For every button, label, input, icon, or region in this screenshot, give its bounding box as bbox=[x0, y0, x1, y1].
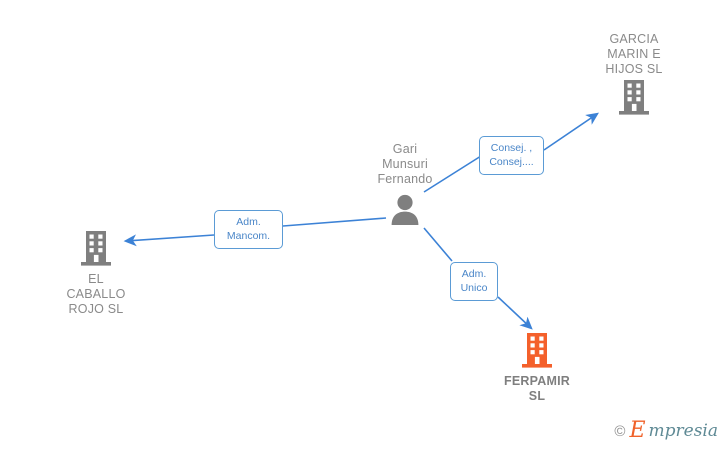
building-icon bbox=[79, 228, 113, 268]
edge-person-to-caballo-segment-b bbox=[123, 234, 215, 247]
edge-label-adm-unico[interactable]: Adm. Unico bbox=[450, 262, 498, 301]
node-label: GARCIA MARIN E HIJOS SL bbox=[605, 32, 663, 76]
edge-person-to-ferpamir-segment-b bbox=[497, 296, 533, 330]
edge-person-to-ferpamir-segment-a bbox=[423, 227, 453, 262]
brand-initial: E bbox=[629, 418, 646, 443]
edge-person-to-caballo-segment-a bbox=[282, 217, 387, 227]
node-el-caballo-rojo-sl[interactable]: EL CABALLO ROJO SL bbox=[36, 228, 156, 317]
node-gari-munsuri-fernando[interactable]: Gari Munsuri Fernando bbox=[345, 142, 465, 233]
edge-person-to-garcia-segment-b bbox=[543, 112, 599, 151]
node-label: EL CABALLO ROJO SL bbox=[66, 272, 126, 316]
building-icon bbox=[520, 330, 554, 370]
edge-label-adm-mancom[interactable]: Adm. Mancom. bbox=[214, 210, 283, 249]
person-icon bbox=[388, 193, 422, 233]
brand-name: mpresia bbox=[648, 420, 719, 441]
edge-label-consejero[interactable]: Consej. , Consej.... bbox=[479, 136, 544, 175]
node-label: Gari Munsuri Fernando bbox=[377, 142, 433, 186]
building-icon bbox=[617, 77, 651, 117]
empresia-watermark: © E mpresia bbox=[614, 420, 718, 442]
edge-person-to-garcia-segment-a bbox=[423, 155, 482, 193]
node-ferpamir-sl[interactable]: FERPAMIR SL bbox=[477, 330, 597, 404]
node-label: FERPAMIR SL bbox=[504, 374, 570, 403]
copyright-icon: © bbox=[614, 422, 626, 440]
node-garcia-marin-e-hijos-sl[interactable]: GARCIA MARIN E HIJOS SL bbox=[574, 28, 694, 117]
